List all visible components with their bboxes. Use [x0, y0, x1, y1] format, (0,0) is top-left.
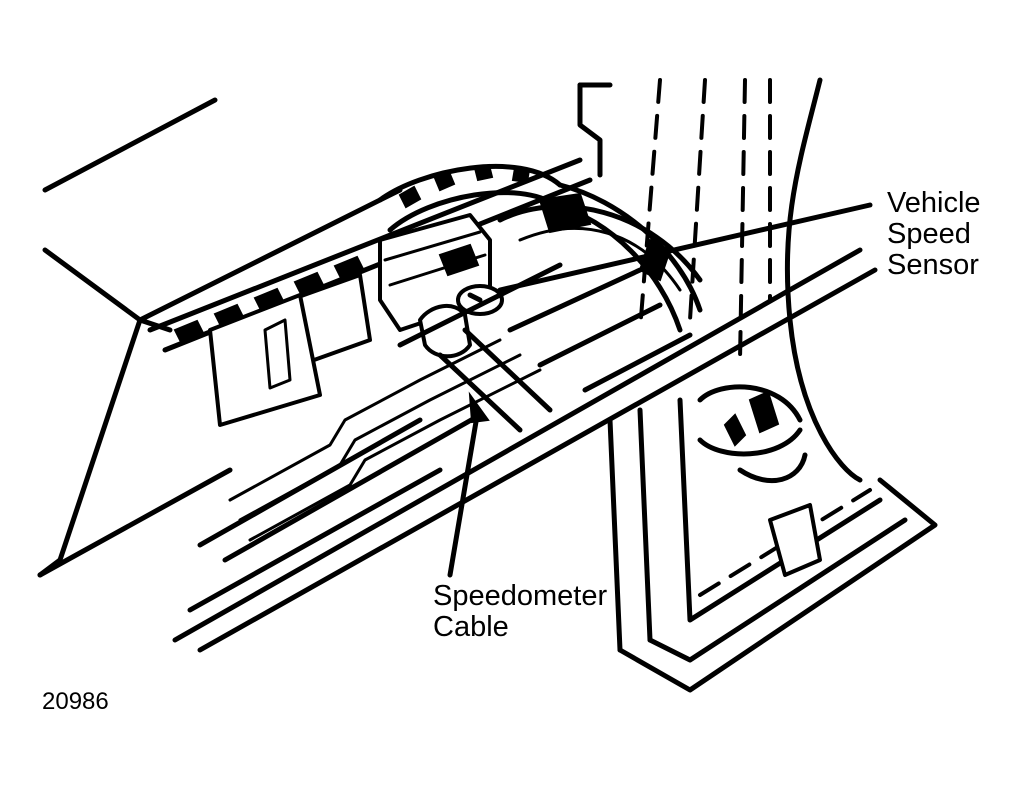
cable-leader-arrowhead — [468, 391, 490, 424]
leader-lines — [447, 202, 873, 578]
vss-leader-line — [497, 202, 873, 293]
frame-rails — [172, 247, 878, 653]
transmission-housing — [37, 97, 403, 578]
vehicle-speed-sensor-label: Vehicle Speed Sensor — [887, 188, 981, 281]
speedometer-cable — [418, 284, 553, 433]
vertical-column — [577, 77, 863, 483]
cable-label-line-1: Speedometer — [433, 580, 608, 612]
cable-label-line-2: Cable — [433, 611, 509, 643]
cable-leader-line — [447, 407, 481, 578]
housing-ribbed-edge — [147, 157, 593, 353]
vss-label-line-2: Speed — [887, 218, 971, 250]
speedometer-cable-label: Speedometer Cable — [433, 581, 607, 643]
figure-number: 20986 — [42, 688, 109, 715]
transmission-mount — [607, 384, 938, 693]
vss-label-line-3: Sensor — [887, 249, 979, 281]
output-housing-ring — [497, 192, 703, 292]
vss-label-line-1: Vehicle — [887, 187, 981, 219]
